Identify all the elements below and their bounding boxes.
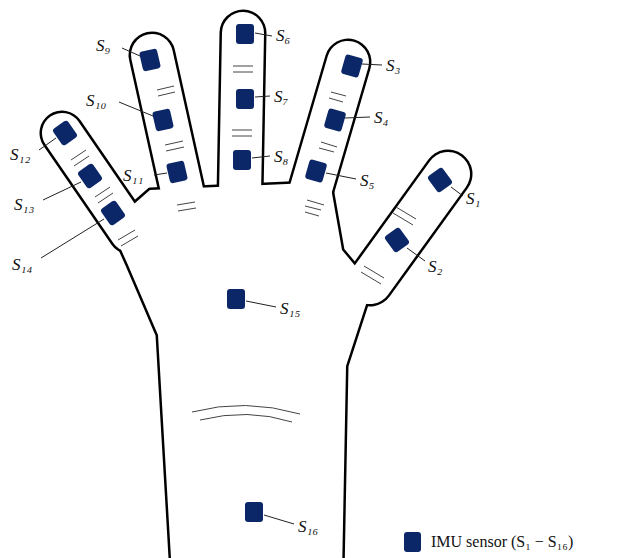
crease-line — [121, 236, 138, 246]
crease-line — [232, 130, 252, 131]
crease-line — [74, 156, 89, 166]
crease-line — [331, 92, 346, 96]
imu-sensor — [341, 54, 364, 78]
sensor-label: S₁ — [466, 190, 480, 207]
leader-line — [255, 33, 272, 36]
crease-line — [95, 187, 110, 197]
legend-swatch — [404, 532, 421, 552]
crease-line — [232, 136, 252, 137]
legend: IMU sensor (S₁ − S₁₆) — [404, 532, 573, 552]
crease-line — [307, 200, 324, 205]
imu-sensor — [139, 48, 161, 72]
crease-line — [305, 212, 319, 216]
crease-line — [98, 193, 113, 203]
hand-outline — [62, 33, 448, 558]
leader-line — [407, 248, 425, 261]
sensor-label: S₆ — [276, 27, 290, 44]
leader-line — [39, 138, 56, 150]
sensor-label: S₈ — [274, 148, 288, 165]
imu-sensor — [166, 160, 188, 184]
imu-sensor — [152, 108, 174, 132]
imu-sensor — [77, 163, 103, 190]
imu-sensor — [427, 167, 453, 194]
leader-line — [451, 187, 463, 196]
palm-outline — [110, 182, 372, 558]
leader-line — [252, 156, 270, 158]
imu-sensor — [236, 89, 254, 109]
sensor-label: S₁₅ — [280, 300, 300, 317]
sensor-label: S₁₄ — [12, 256, 32, 273]
crease-line — [157, 86, 174, 90]
crease-line — [319, 148, 334, 152]
leader-line — [43, 182, 81, 200]
leader-line — [119, 102, 153, 116]
sensor-label: S₁₆ — [298, 518, 318, 535]
leader-line — [122, 48, 140, 56]
crease-line — [361, 272, 381, 284]
crease-line — [71, 150, 86, 160]
finger-outline — [62, 133, 130, 232]
crease-line — [166, 147, 184, 151]
crease-line — [329, 98, 343, 102]
crease-line — [393, 213, 413, 225]
leader-line — [362, 64, 382, 65]
leader-line — [345, 117, 370, 118]
imu-sensor — [305, 159, 328, 183]
sensor-label: S₁₃ — [14, 196, 34, 213]
crease-line — [364, 266, 384, 278]
crease-line — [178, 208, 196, 211]
sensor-label: S₁₀ — [86, 92, 106, 109]
imu-sensor — [227, 289, 245, 309]
palm-fill — [110, 182, 372, 558]
sensor-label: S₂ — [428, 258, 442, 275]
legend-text: IMU sensor (S₁ − S₁₆) — [431, 533, 573, 551]
crease-line — [158, 92, 175, 96]
imu-sensor — [52, 120, 78, 147]
sensor-label: S₉ — [96, 37, 110, 54]
finger-outline — [240, 33, 243, 195]
leader-line — [154, 173, 167, 175]
leader-line — [41, 219, 104, 258]
crease-line — [118, 230, 135, 240]
crease-line — [305, 206, 321, 210]
wrist-crease — [192, 405, 300, 422]
imu-sensor — [100, 200, 126, 227]
finger-fill — [62, 133, 130, 232]
crease-line — [177, 202, 195, 205]
crease-line — [321, 142, 337, 147]
finger-fill — [240, 33, 243, 195]
legend-item: IMU sensor (S₁ − S₁₆) — [404, 532, 573, 552]
imu-sensor — [384, 227, 410, 254]
imu-sensor — [233, 150, 251, 170]
leader-line — [326, 173, 356, 179]
sensor-label: S₅ — [360, 172, 374, 189]
crease-line — [233, 72, 253, 73]
crease-line — [233, 66, 253, 67]
skin-creases — [71, 66, 416, 284]
sensor-label: S₁₂ — [10, 146, 30, 163]
imu-sensor — [245, 502, 263, 522]
sensor-label: S₄ — [374, 109, 388, 126]
sensor-label: S₁₁ — [123, 167, 143, 184]
sensor-label: S₇ — [274, 88, 288, 105]
leader-line — [255, 96, 270, 97]
imu-sensors — [52, 24, 453, 522]
crease-line — [165, 141, 183, 145]
imu-sensor — [236, 24, 254, 44]
leader-line — [246, 301, 276, 307]
hand-fill — [62, 33, 448, 558]
crease-line — [396, 207, 416, 219]
leader-line — [264, 515, 294, 524]
imu-sensor — [324, 108, 347, 132]
leader-lines — [39, 33, 463, 524]
sensor-label: S₃ — [386, 57, 400, 74]
